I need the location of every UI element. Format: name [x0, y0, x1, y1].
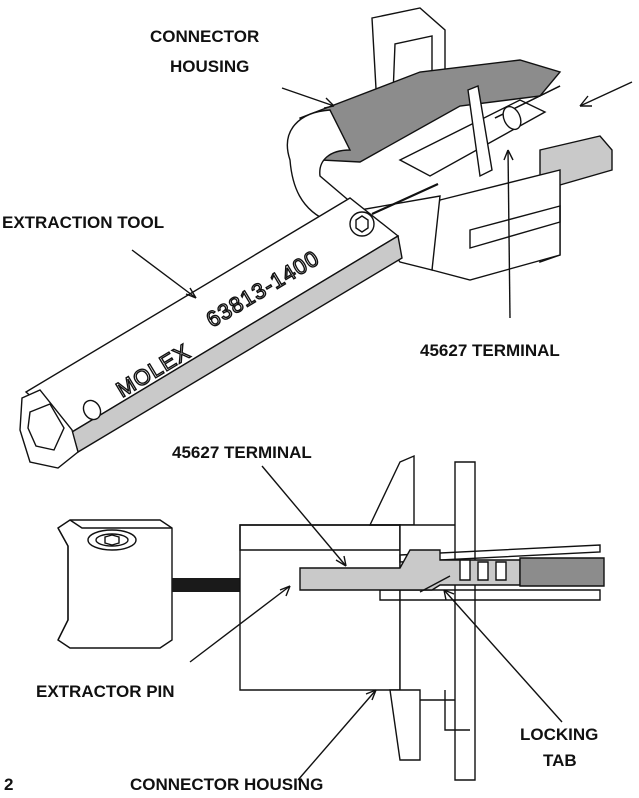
bottom-leader-lines — [189, 465, 563, 781]
label-locking-tab-line1: LOCKING — [520, 725, 598, 744]
label-extraction-tool: EXTRACTION TOOL — [2, 213, 164, 232]
label-terminal-top: 45627 TERMINAL — [420, 341, 560, 360]
extraction-tool: MOLEX 63813-1400 — [19, 182, 439, 469]
label-connector-housing-bottom: CONNECTOR HOUSING — [130, 775, 323, 794]
top-leader-lines — [131, 81, 633, 319]
label-terminal-middle: 45627 TERMINAL — [172, 443, 312, 462]
label-figure-number: 2 — [4, 775, 13, 794]
label-extractor-pin: EXTRACTOR PIN — [36, 682, 175, 701]
bottom-cross-section — [57, 454, 605, 781]
label-connector-housing-top-line1: CONNECTOR — [150, 27, 259, 46]
top-connector-housing — [286, 7, 613, 281]
label-locking-tab-line2: TAB — [543, 751, 577, 770]
label-connector-housing-top-line2: HOUSING — [170, 57, 249, 76]
